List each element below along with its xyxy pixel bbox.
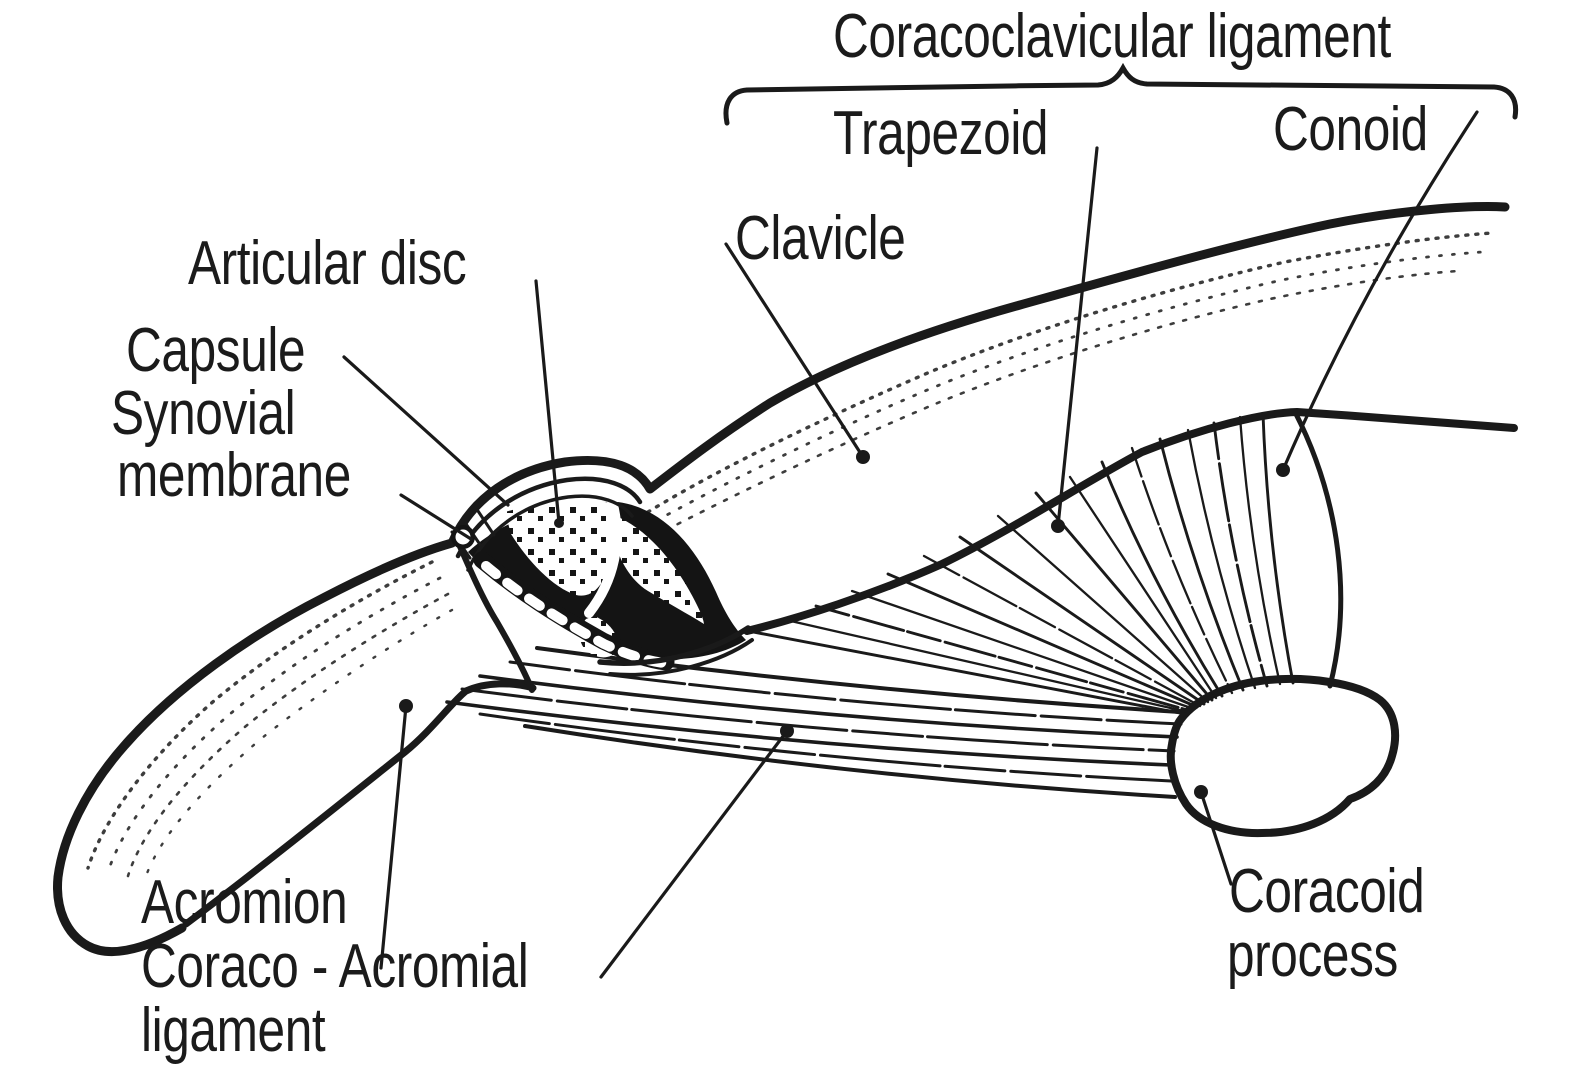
leader-lines [342,110,1479,979]
acromion-end-edge [452,532,535,693]
leader-articular-disc [534,279,564,528]
ac-joint-capsule [450,476,754,677]
leader-coraco-acromial [599,724,794,979]
label-clavicle: Clavicle [735,204,906,273]
inferior-capsule-arc-2 [608,638,754,677]
leader-trapezoid [1051,146,1099,533]
capsule-arc-3 [466,494,634,572]
leader-synovial-membrane [399,493,473,541]
leader-coracoid-process [1194,785,1233,886]
chain-dashes [481,561,669,668]
label-acromion: Acromion [141,868,348,937]
label-conoid: Conoid [1273,95,1428,164]
label-coracoclavicular-ligament: Coracoclavicular ligament [833,2,1391,71]
label-coraco-acromial-ligament: ligament [141,996,326,1065]
acromion-inner-outline [182,680,537,928]
label-articular-disc: Articular disc [188,229,467,298]
leader-clavicle [724,242,870,464]
clavicle-inferior-outline [743,408,1518,635]
label-capsule: Capsule [126,316,306,385]
conoid-ligament-fibers [1100,409,1344,698]
trapezoid-ligament-fibers [746,475,1218,716]
acromion-stipple-band [86,560,454,878]
coraco-acromial-ligament-band [445,646,1183,799]
label-membrane: membrane [117,441,351,510]
inferior-capsule-arc-1 [597,625,751,666]
leader-conoid [1276,110,1479,477]
leader-capsule [342,355,510,507]
label-trapezoid: Trapezoid [833,99,1049,168]
conoid-lateral-border [1292,409,1344,689]
label-synovial: Synovial [111,379,296,448]
label-coracoid-process: process [1227,921,1398,990]
articular-disc-right-lobe [614,516,704,624]
coracoid-process-shape [1166,675,1400,838]
label-coracoid: Coracoid [1229,857,1425,926]
disc-channel [584,496,622,618]
label-coraco-acromial: Coraco - Acromial [141,932,529,1001]
coracoid-outline [1166,675,1400,838]
capsule-arc-2 [455,476,643,559]
articular-disc-left-lobe [505,500,618,596]
coracoclavicular-brace [723,62,1519,126]
leader-acromion [379,699,413,970]
